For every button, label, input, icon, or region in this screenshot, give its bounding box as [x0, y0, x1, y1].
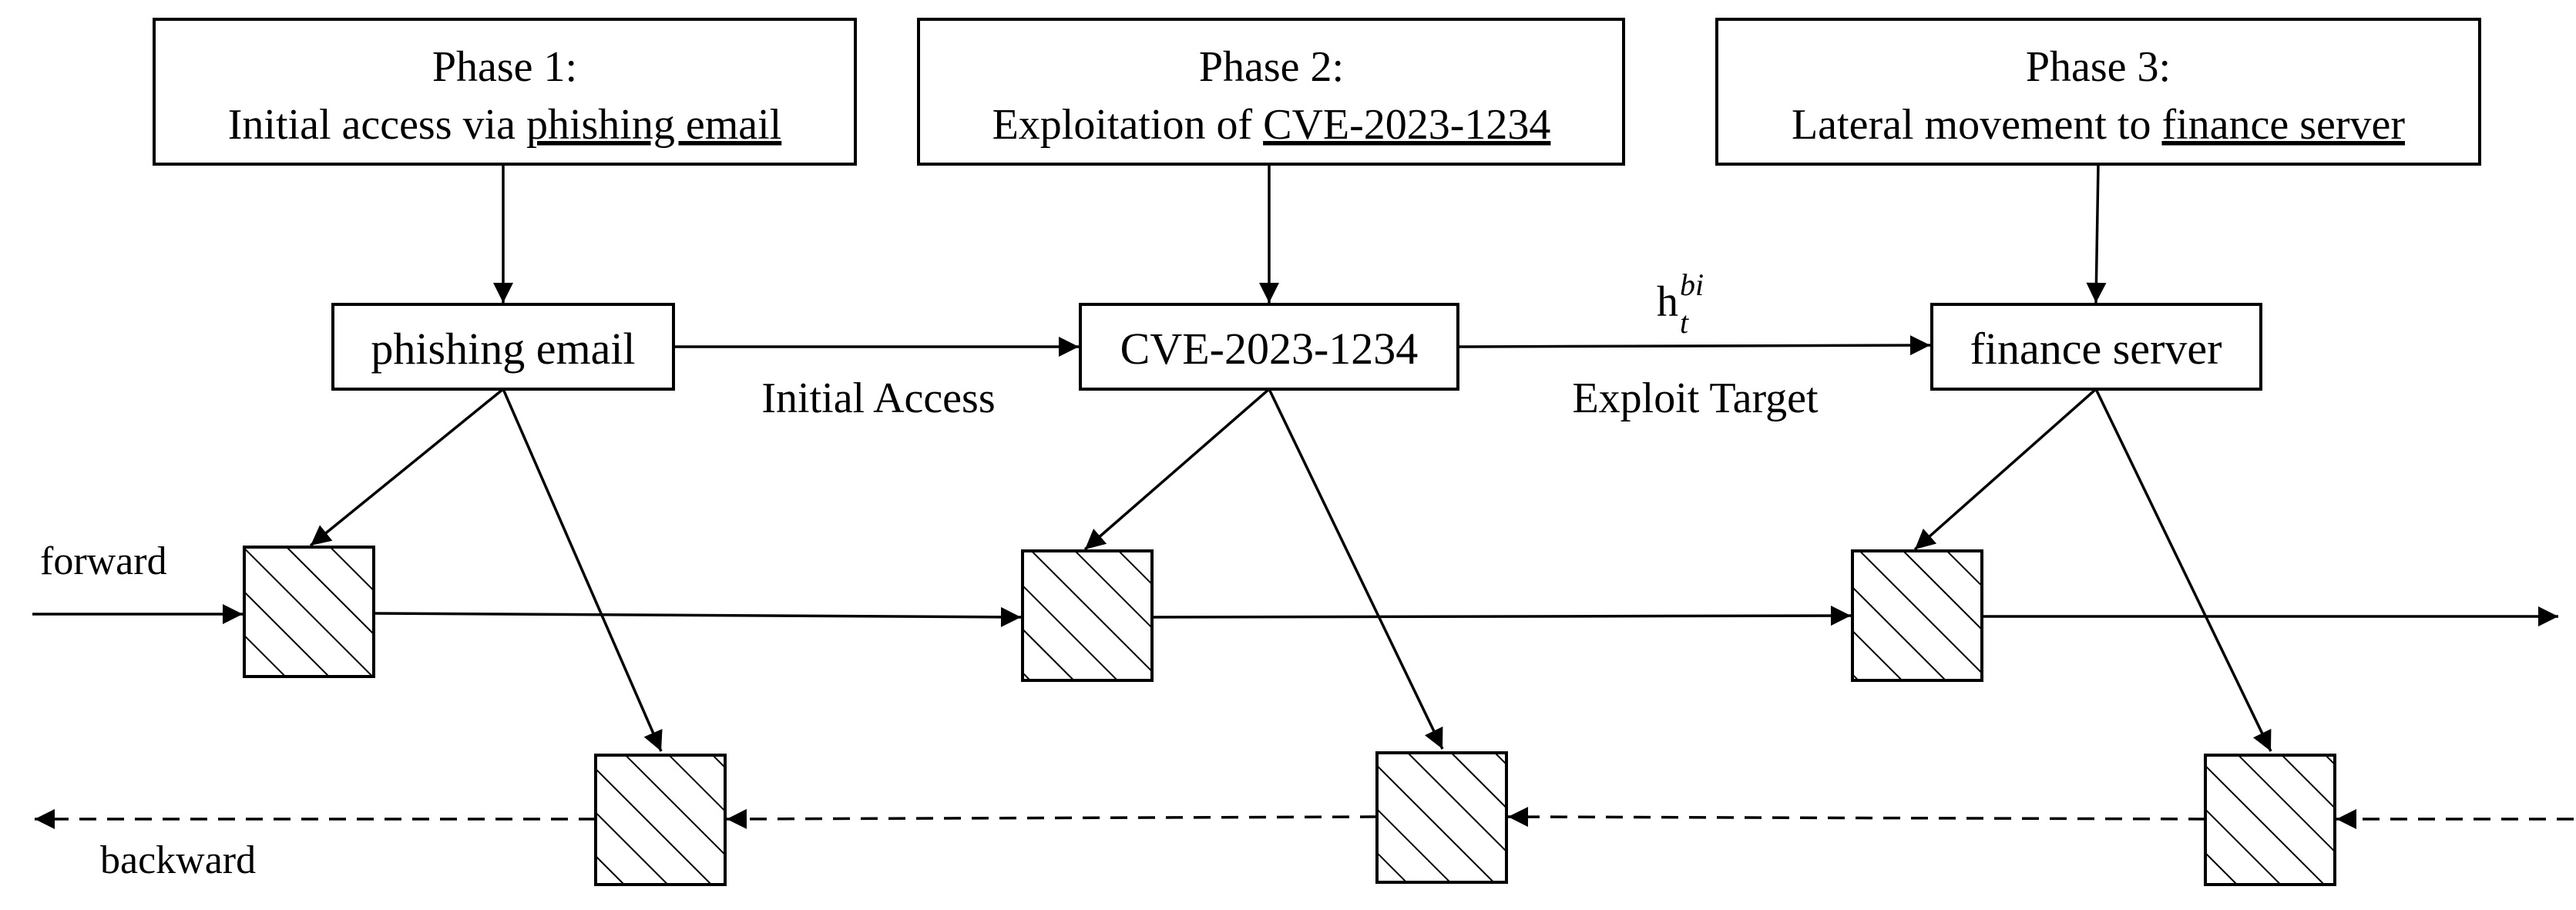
phase-1-description: Initial access via phishing email: [228, 101, 781, 149]
node-2-to-forward-cell-arrow: [1083, 388, 1271, 551]
phase-2-entity: CVE-2023-1234: [1263, 101, 1550, 149]
node-1-to-forward-cell-arrow: [309, 388, 505, 547]
backward-arrow-2-1: [726, 808, 1378, 829]
hidden-state-base: h: [1657, 278, 1678, 326]
edge-exploit-target-label: Exploit Target: [1572, 374, 1819, 422]
phase-2-title: Phase 2:: [1199, 43, 1344, 91]
forward-arrow-2-3: [1151, 606, 1852, 626]
node-1-to-backward-cell-arrow: [502, 388, 663, 752]
phase-1-title: Phase 1:: [432, 43, 577, 91]
hidden-state-sup: bi: [1680, 267, 1704, 302]
phase-1-entity: phishing email: [526, 101, 781, 149]
node-finance-server: finance server: [1930, 303, 2262, 391]
node-1-label: phishing email: [371, 324, 635, 374]
phase-box-1: Phase 1: Initial access via phishing ema…: [153, 18, 857, 166]
forward-label: forward: [40, 539, 167, 583]
forward-cell-2: [1021, 549, 1154, 682]
forward-arrow-1-2: [373, 606, 1022, 627]
edge-initial-access-label: Initial Access: [761, 374, 995, 422]
phase-3-title: Phase 3:: [2026, 43, 2171, 91]
backward-cell-3: [2204, 754, 2336, 886]
hidden-state-label: h t bi: [1657, 267, 1704, 340]
phase-box-3: Phase 3: Lateral movement to finance ser…: [1715, 18, 2481, 166]
backward-cell-2: [1375, 751, 1508, 884]
forward-cell-3: [1851, 549, 1983, 682]
node-3-label: finance server: [1970, 324, 2222, 374]
node-2-label: CVE-2023-1234: [1120, 324, 1419, 374]
edge-exploit-target-arrow: [1457, 335, 1931, 356]
node-cve: CVE-2023-1234: [1079, 303, 1459, 391]
node-3-to-forward-cell-arrow: [1913, 388, 2097, 551]
phase-3-to-node-arrow: [2086, 163, 2107, 304]
node-phishing-email: phishing email: [331, 303, 675, 391]
node-2-to-backward-cell-arrow: [1268, 388, 1444, 750]
forward-cell-1: [243, 546, 375, 678]
backward-arrow-3-2: [1507, 807, 2206, 828]
phase-2-description: Exploitation of CVE-2023-1234: [992, 101, 1551, 149]
phase-box-2: Phase 2: Exploitation of CVE-2023-1234: [917, 18, 1625, 166]
hidden-state-sub: t: [1680, 305, 1689, 340]
node-3-to-backward-cell-arrow: [2094, 388, 2272, 752]
backward-label: backward: [100, 838, 256, 882]
phase-3-entity: finance server: [2161, 101, 2405, 149]
backward-cell-1: [594, 754, 727, 886]
phase-3-description: Lateral movement to finance server: [1792, 101, 2405, 149]
